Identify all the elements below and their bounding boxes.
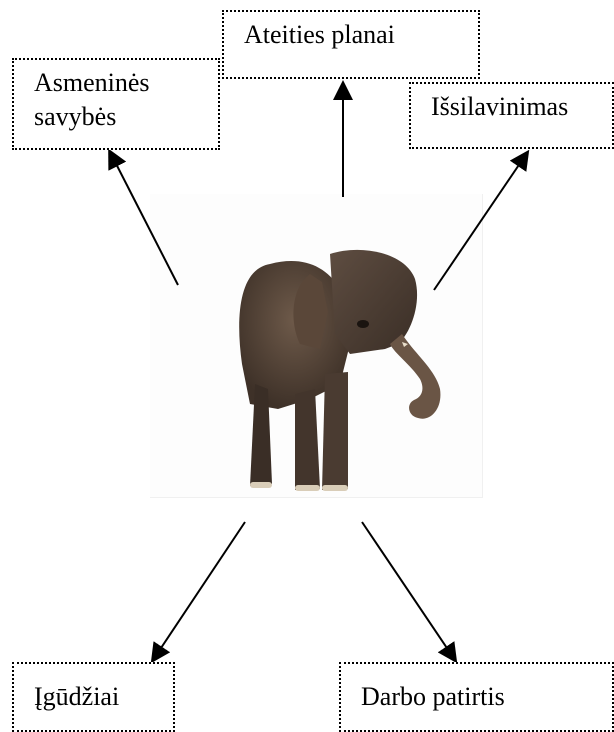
node-work-experience: Darbo patirtis [339, 662, 614, 732]
node-education: Išsilavinimas [409, 82, 614, 149]
node-personal-line1: Asmeninės [34, 68, 150, 97]
elephant-photo [150, 194, 483, 498]
elephant-illustration [239, 249, 441, 491]
node-personal-qualities: Asmeninės savybės [12, 58, 220, 150]
node-skills-label: Įgūdžiai [34, 682, 120, 711]
arrow-to-experience [361, 521, 458, 664]
arrow-to-personal [108, 148, 179, 286]
node-future-label: Ateities planai [244, 20, 395, 49]
node-experience-label: Darbo patirtis [361, 682, 505, 711]
arrow-to-skills [150, 521, 246, 664]
arrow-to-education [433, 149, 530, 291]
node-education-label: Išsilavinimas [431, 92, 569, 121]
node-personal-line2: savybės [34, 102, 117, 131]
node-skills: Įgūdžiai [12, 662, 175, 732]
node-future-plans: Ateities planai [222, 10, 480, 79]
